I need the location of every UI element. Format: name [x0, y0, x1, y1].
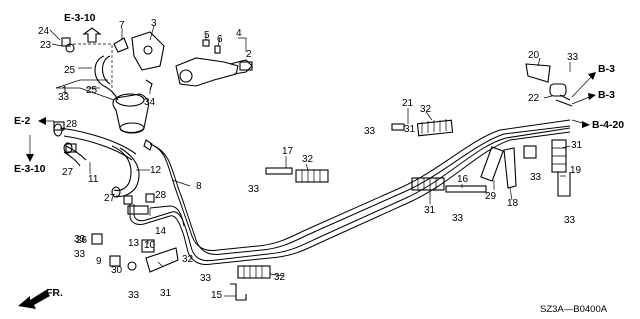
callout-4: 4: [236, 28, 242, 39]
callout-27b: 27: [104, 193, 116, 204]
callout-31b: 31: [571, 140, 583, 151]
callout-21: 21: [402, 98, 414, 109]
callout-15: 15: [211, 290, 223, 301]
callout-24: 24: [38, 26, 50, 37]
callout-33a: 33: [364, 126, 376, 137]
diagram-code: SZ3A—B0400A: [540, 304, 608, 315]
callout-9: 9: [96, 256, 102, 267]
leader-lines: [49, 25, 571, 297]
callout-33e: 33: [452, 213, 464, 224]
callout-33j: 33: [200, 273, 212, 284]
ref-b-4-20: B-4-20: [571, 119, 624, 131]
callout-5: 5: [204, 30, 210, 41]
ref-label: B-4-20: [592, 119, 624, 131]
callout-7: 7: [119, 20, 125, 31]
callout-28b: 28: [155, 190, 167, 201]
callout-34: 34: [144, 97, 156, 108]
callout-13: 13: [128, 238, 140, 249]
callout-1: 1: [62, 85, 68, 96]
callout-33d: 33: [564, 215, 576, 226]
callout-14: 14: [155, 226, 167, 237]
callout-33i: 33: [128, 290, 140, 301]
callout-numbers: 1 2 3 4 5 6 7 8 9 10 11 12 13 14 15 16 1…: [38, 18, 583, 301]
fuel-pipe-bundle: [129, 94, 573, 265]
ref-b-3-upper: B-3: [571, 63, 615, 98]
callout-17: 17: [282, 146, 294, 157]
callout-2: 2: [246, 49, 252, 60]
callout-3: 3: [151, 18, 157, 29]
callout-31d: 31: [404, 124, 416, 135]
callout-27a: 27: [62, 167, 74, 178]
callout-10: 10: [144, 240, 156, 251]
callout-33b: 33: [567, 52, 579, 63]
callout-16: 16: [457, 174, 469, 185]
callout-25b: 25: [86, 85, 98, 96]
callout-31a: 31: [424, 205, 436, 216]
front-direction-arrow: FR.: [18, 287, 63, 309]
pipe-clamps: [53, 63, 571, 301]
callout-23: 23: [40, 40, 52, 51]
callout-18: 18: [507, 198, 519, 209]
ref-b-3-lower: B-3: [571, 89, 615, 105]
ref-e-3-10-top: E-3-10: [64, 12, 113, 90]
callout-26: 26: [76, 235, 88, 246]
callout-25a: 25: [64, 65, 76, 76]
callout-32a: 32: [420, 104, 432, 115]
callout-22: 22: [528, 93, 540, 104]
callout-6: 6: [217, 34, 223, 45]
ref-label: B-3: [598, 63, 615, 75]
callout-33k: 33: [58, 92, 70, 103]
callout-33g: 33: [74, 234, 86, 245]
callout-32d: 32: [182, 254, 194, 265]
ref-label: E-3-10: [64, 12, 96, 24]
fuel-hoses: [53, 123, 153, 198]
callout-20: 20: [528, 50, 540, 61]
callout-11: 11: [88, 174, 99, 185]
ref-label: E-2: [14, 115, 31, 127]
callout-28a: 28: [66, 119, 78, 130]
callout-32b: 32: [302, 154, 314, 165]
callout-33c: 33: [530, 172, 542, 183]
callout-29: 29: [485, 191, 497, 202]
callout-12: 12: [150, 165, 162, 176]
callout-33h: 33: [74, 249, 86, 260]
callout-8: 8: [196, 181, 202, 192]
fuel-filter-assembly: [61, 31, 253, 134]
callout-30: 30: [111, 265, 123, 276]
direction-label: FR.: [46, 287, 63, 299]
callout-33f: 33: [248, 184, 260, 195]
ref-label: E-3-10: [14, 163, 46, 175]
ref-e-3-10-left: E-3-10: [14, 163, 46, 175]
ref-label: B-3: [598, 89, 615, 101]
callout-32c: 32: [274, 272, 286, 283]
callout-31c: 31: [160, 288, 172, 299]
callout-19: 19: [570, 165, 582, 176]
ref-e-2: E-2: [14, 115, 55, 162]
